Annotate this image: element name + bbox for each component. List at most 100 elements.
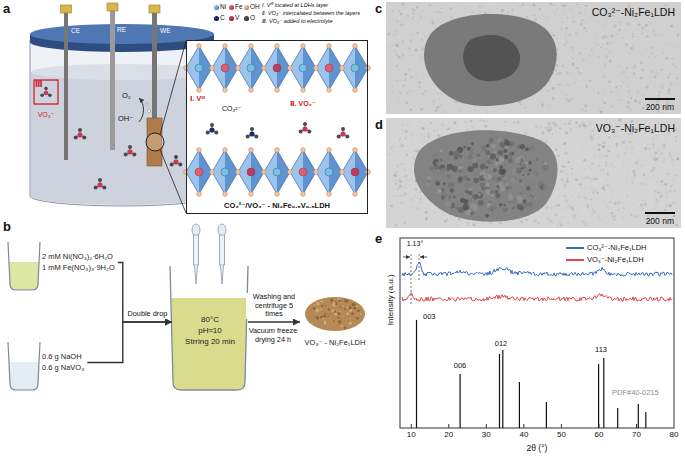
tem-micrograph	[649, 148, 651, 150]
tem-micrograph	[656, 199, 658, 201]
tem-micrograph	[400, 201, 403, 204]
powder-photo	[342, 306, 344, 308]
tem-micrograph	[419, 191, 421, 193]
tem-micrograph	[606, 178, 608, 180]
tem-micrograph	[663, 144, 666, 147]
tem-micrograph	[403, 216, 405, 218]
tem-micrograph	[656, 205, 658, 207]
tem-micrograph	[401, 163, 403, 165]
tem-micrograph	[542, 131, 544, 133]
tem-micrograph	[566, 180, 569, 183]
tem-micrograph	[600, 57, 602, 59]
tem-micrograph	[651, 96, 653, 98]
ldh-layer	[210, 66, 215, 71]
tem-micrograph	[651, 33, 653, 35]
tem-micrograph	[591, 22, 592, 23]
tem-micrograph	[451, 17, 453, 19]
tem-micrograph	[596, 21, 598, 23]
tem-micrograph	[582, 172, 583, 173]
tem-micrograph	[581, 186, 583, 188]
ldh-layer	[341, 127, 345, 131]
tem-micrograph	[655, 158, 658, 161]
tem-micrograph	[584, 48, 586, 50]
powder-photo	[329, 313, 330, 314]
tem-micrograph	[673, 178, 675, 180]
tem-micrograph	[416, 87, 418, 89]
tem-micrograph	[567, 15, 569, 17]
tem-micrograph	[418, 39, 419, 40]
powder-photo	[322, 317, 324, 319]
tem-micrograph	[594, 42, 596, 44]
powder-photo	[338, 320, 342, 324]
tem-micrograph	[423, 128, 425, 130]
tem-micrograph	[567, 60, 569, 62]
tem-micrograph	[419, 86, 421, 88]
powder-photo	[357, 309, 360, 312]
tem-micrograph	[602, 37, 604, 39]
tem-micrograph	[651, 170, 653, 172]
beaker	[9, 262, 39, 290]
tem-micrograph	[616, 33, 618, 35]
tem-micrograph	[655, 37, 658, 40]
tem-micrograph	[652, 173, 653, 174]
tem-micrograph	[576, 126, 579, 129]
tem-micrograph	[626, 67, 628, 69]
tem-micrograph	[675, 224, 677, 226]
tem-micrograph	[641, 26, 644, 29]
tem-micrograph	[608, 80, 611, 83]
tem-micrograph	[498, 6, 500, 8]
ldh-layer	[314, 170, 319, 175]
tem-micrograph	[565, 96, 568, 99]
tem-micrograph	[568, 205, 571, 208]
tem-micrograph	[388, 108, 389, 109]
tem-micrograph	[493, 3, 495, 5]
tem-micrograph	[646, 38, 648, 40]
tem-micrograph	[615, 91, 616, 92]
beaker	[8, 342, 40, 390]
tem-micrograph	[554, 73, 557, 76]
tem-micrograph	[570, 144, 571, 145]
tem-micrograph	[391, 45, 393, 47]
tem-micrograph	[607, 84, 608, 85]
tem-micrograph	[458, 102, 459, 103]
tem-micrograph	[582, 220, 585, 223]
tem-micrograph	[624, 78, 627, 81]
tem-micrograph	[608, 136, 610, 138]
tem-micrograph	[419, 14, 422, 17]
ldh-layer	[290, 150, 316, 194]
tem-micrograph	[514, 4, 517, 7]
tem-micrograph	[618, 88, 620, 90]
tem-micrograph	[576, 100, 578, 102]
tem-micrograph	[632, 96, 635, 99]
tem-micrograph	[398, 97, 399, 98]
tem-micrograph	[571, 73, 573, 75]
tem-micrograph	[552, 75, 554, 77]
powder-photo	[346, 312, 349, 315]
tem-micrograph	[486, 111, 488, 113]
tem-micrograph	[423, 35, 425, 37]
powder-photo	[356, 317, 359, 320]
powder-photo	[341, 300, 342, 301]
tem-micrograph	[625, 207, 626, 208]
tem-micrograph	[631, 148, 633, 150]
beaker	[170, 266, 248, 390]
tem-micrograph	[409, 77, 411, 79]
tem-micrograph	[627, 90, 630, 93]
tem-micrograph	[452, 131, 453, 132]
tem-micrograph	[429, 136, 432, 139]
tem-micrograph	[405, 85, 407, 87]
tem-micrograph	[584, 188, 587, 191]
tem-micrograph	[629, 52, 631, 54]
ldh-layer	[327, 192, 332, 197]
tem-micrograph	[598, 181, 599, 182]
powder-photo	[344, 326, 347, 329]
ldh-layer	[340, 66, 345, 71]
ldh-layer	[246, 135, 250, 139]
tem-micrograph	[603, 63, 606, 66]
ldh-layer	[275, 148, 280, 153]
ldh-layer	[238, 150, 264, 194]
tem-micrograph	[387, 3, 680, 227]
tem-micrograph	[605, 154, 608, 157]
tem-micrograph	[565, 34, 566, 35]
tem-micrograph	[409, 27, 411, 29]
